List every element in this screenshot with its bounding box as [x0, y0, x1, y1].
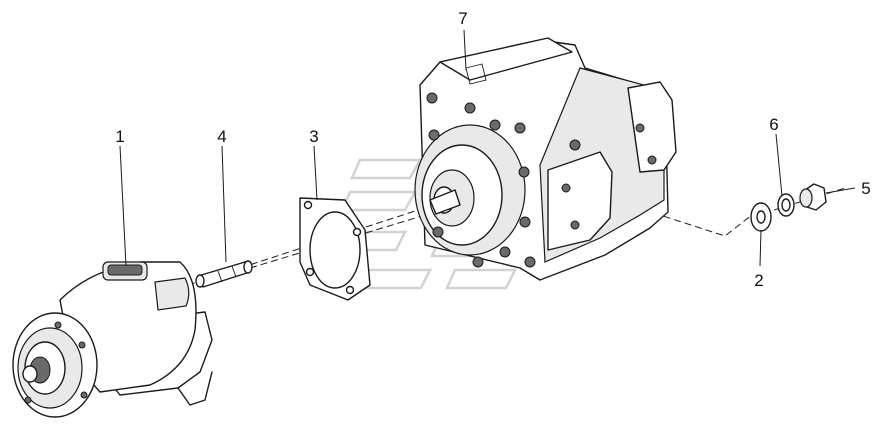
- callout-4: 4: [217, 127, 226, 146]
- part-pump-assembly: [414, 37, 677, 281]
- callout-7: 7: [458, 9, 467, 28]
- part-nut: [799, 183, 827, 211]
- callout-5: 5: [861, 179, 870, 198]
- callout-2: 2: [754, 271, 763, 290]
- part-gasket: [299, 197, 371, 301]
- part-spring-washer: [777, 193, 795, 217]
- part-motor-housing: [12, 261, 213, 418]
- part-washer: [750, 202, 772, 232]
- callout-1: 1: [115, 127, 124, 146]
- part-shaft-pin: [195, 260, 253, 288]
- callout-3: 3: [309, 127, 318, 146]
- callout-6: 6: [769, 115, 778, 134]
- leader-lines: [119, 29, 856, 267]
